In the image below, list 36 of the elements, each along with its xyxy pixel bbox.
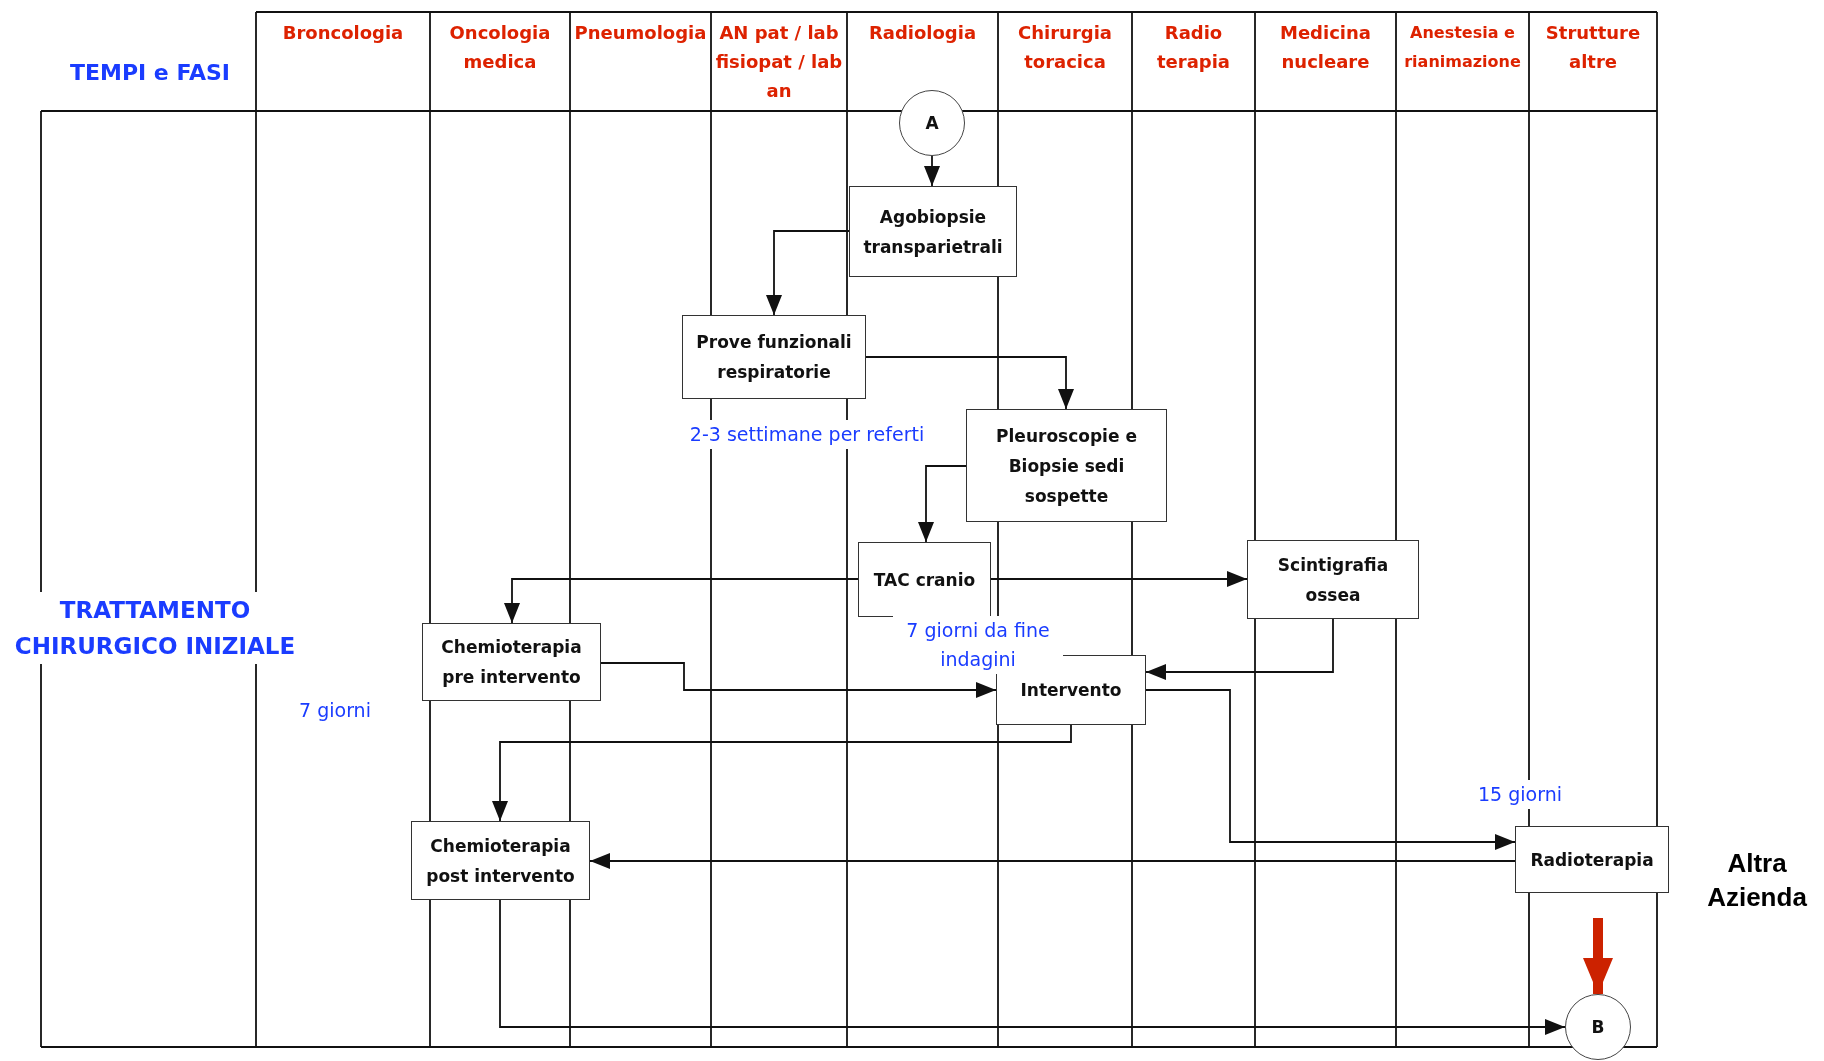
process-box: Chemioterapia post intervento xyxy=(411,821,590,900)
arrow xyxy=(499,899,1566,1035)
arrow xyxy=(1145,618,1334,680)
process-box: Agobiopsie transparietrali xyxy=(849,186,1017,277)
process-box: Radioterapia xyxy=(1515,826,1669,893)
lane-header: Chirurgia toracica xyxy=(1017,21,1113,74)
organization-label: Altra Azienda xyxy=(1706,847,1808,914)
lane-header: Strutture altre xyxy=(1544,21,1642,74)
process-box: TAC cranio xyxy=(858,542,991,617)
process-box: Scintigrafia ossea xyxy=(1247,540,1419,619)
lane-header: Broncologia xyxy=(281,21,405,45)
connector-circle: A xyxy=(899,90,965,156)
arrow xyxy=(918,465,967,543)
column-header: TEMPI e FASI xyxy=(68,60,231,85)
lane-header: AN pat / lab fisiopat / lab an xyxy=(714,21,844,103)
lane-header: Pneumologia xyxy=(573,21,708,45)
process-box: Prove funzionali respiratorie xyxy=(682,315,866,399)
duration-note: 7 giorni da fine indagini xyxy=(893,616,1063,674)
lane-header: Radiologia xyxy=(867,21,978,45)
lane-header: Radio terapia xyxy=(1155,21,1231,74)
arrow xyxy=(600,662,997,698)
arrow xyxy=(589,853,1516,869)
arrow xyxy=(924,155,940,187)
lane-header: Medicina nucleare xyxy=(1279,21,1372,74)
arrow xyxy=(504,578,859,624)
arrow xyxy=(1145,689,1516,850)
arrow xyxy=(865,356,1074,410)
process-box: Pleuroscopie e Biopsie sedi sospette xyxy=(966,409,1167,522)
lane-header: Oncologia medica xyxy=(448,21,552,74)
lane-header: Anestesia e rianimazione xyxy=(1403,22,1522,73)
arrow xyxy=(492,724,1072,822)
arrow xyxy=(990,571,1248,587)
connector-circle: B xyxy=(1565,994,1631,1060)
arrow xyxy=(766,230,850,316)
process-box: Chemioterapia pre intervento xyxy=(422,623,601,701)
arrow xyxy=(1583,918,1613,994)
